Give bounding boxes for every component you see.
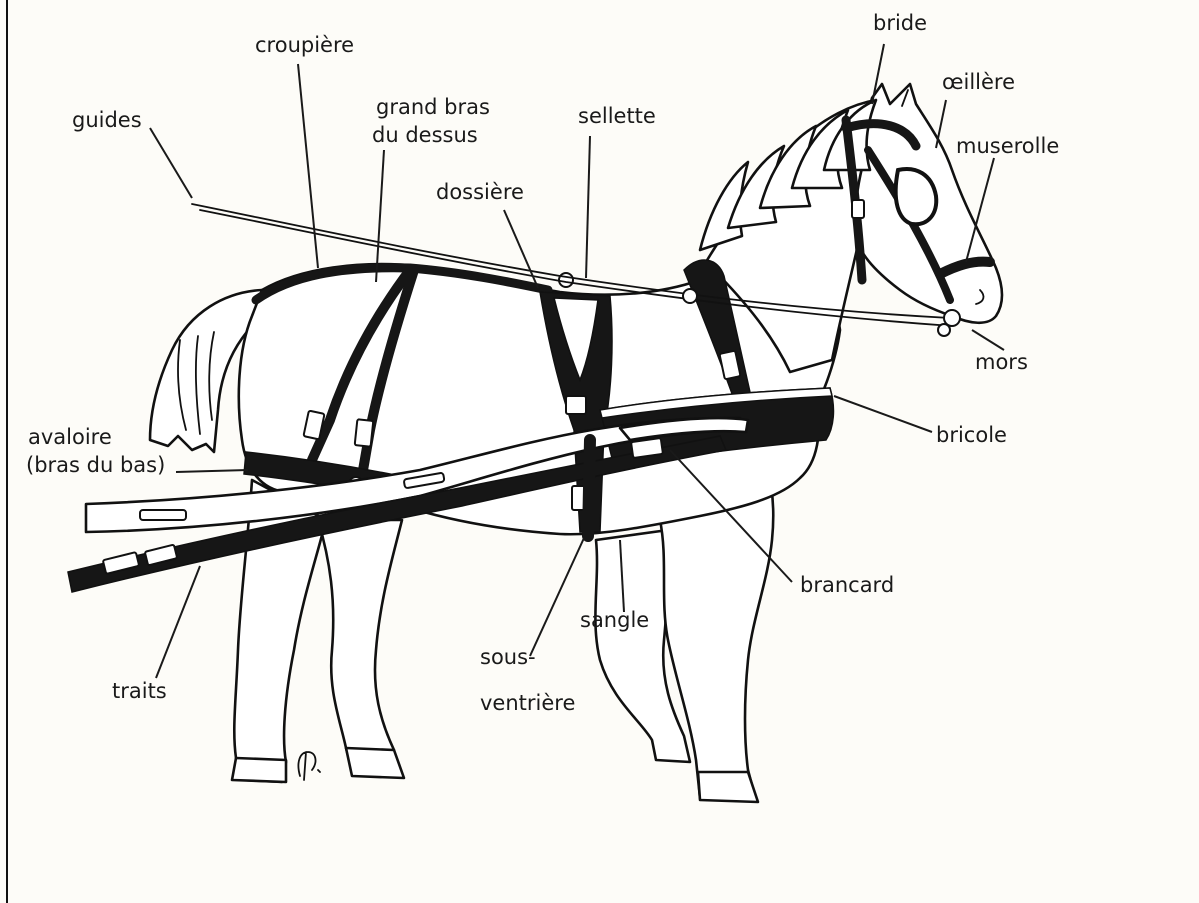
- label-dossiere: dossière: [436, 180, 524, 204]
- horse-hind-hoof-right: [346, 748, 404, 778]
- artist-signature: [298, 752, 320, 780]
- label-grand-bras-line2: du dessus: [372, 123, 478, 147]
- label-sellette: sellette: [578, 104, 656, 128]
- label-brancard: brancard: [800, 573, 894, 597]
- label-sous-ventriere-line1: sous-: [480, 645, 536, 669]
- girth-strap: [588, 440, 590, 536]
- label-guides: guides: [72, 108, 142, 132]
- label-bricole: bricole: [936, 423, 1007, 447]
- horse-hind-leg-right: [318, 520, 402, 776]
- label-traits: traits: [112, 679, 167, 703]
- horse-hind-hoof-left: [232, 758, 286, 782]
- label-bride: bride: [873, 11, 927, 35]
- label-avaloire-line2: (bras du bas): [26, 453, 165, 477]
- label-avaloire-line1: avaloire: [28, 425, 112, 449]
- label-muserolle: muserolle: [956, 134, 1059, 158]
- label-sous-ventriere-line2: ventrière: [480, 691, 575, 715]
- label-croupiere: croupière: [255, 33, 354, 57]
- label-grand-bras-line1: grand bras: [376, 95, 490, 119]
- label-oeillere: œillère: [942, 70, 1015, 94]
- horse-front-hoof: [698, 772, 758, 802]
- label-mors: mors: [975, 350, 1028, 374]
- label-sangle: sangle: [580, 608, 649, 632]
